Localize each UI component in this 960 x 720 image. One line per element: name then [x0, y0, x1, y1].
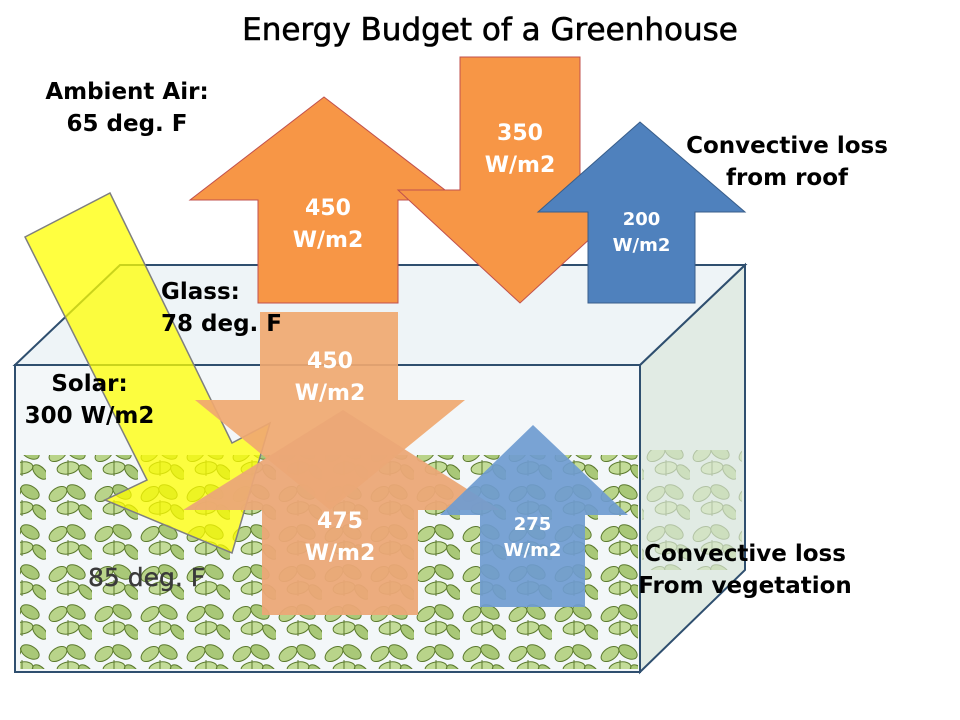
glass-line2: 78 deg. F — [161, 311, 282, 338]
solar-line1: Solar: — [51, 371, 128, 397]
vegetation-loss-label: Convective loss From vegetation — [630, 538, 860, 602]
roof-loss-line2: from roof — [725, 165, 849, 192]
solar-line2: 300 W/m2 — [24, 403, 155, 430]
up-arrow-200-roof-label: 200 W/m2 — [612, 209, 671, 257]
interior-temperature: 85 deg. F — [88, 563, 206, 592]
vegetation-loss-line1: Convective loss — [644, 541, 846, 567]
solar-label: Solar: 300 W/m2 — [12, 368, 167, 432]
vegetation-side — [642, 450, 742, 570]
up-arrow-475-plants-label: 475 W/m2 — [304, 509, 376, 566]
up-arrow-450-top-label: 450 W/m2 — [292, 196, 364, 253]
page-title: Energy Budget of a Greenhouse — [242, 12, 738, 49]
down-arrow-450-glass — [195, 312, 465, 510]
up-arrow-475-plants — [183, 410, 500, 615]
roof-loss-label: Convective loss from roof — [682, 130, 892, 194]
down-arrow-450-glass-label: 450 W/m2 — [294, 349, 366, 406]
ambient-air-label: Ambient Air: 65 deg. F — [22, 76, 232, 140]
glass-label: Glass: 78 deg. F — [161, 276, 282, 340]
vegetation-loss-line2: From vegetation — [638, 573, 852, 600]
up-arrow-450-top — [188, 96, 460, 304]
up-arrow-275-vegetation-label: 275 W/m2 — [503, 514, 562, 562]
down-arrow-350-label: 350 W/m2 — [484, 121, 556, 178]
roof-loss-line1: Convective loss — [686, 133, 888, 159]
ambient-air-line1: Ambient Air: — [45, 79, 209, 105]
glass-line1: Glass: — [161, 279, 240, 305]
down-arrow-350 — [396, 56, 645, 304]
up-arrow-275-vegetation — [440, 425, 628, 607]
up-arrow-200-roof — [536, 121, 747, 304]
ambient-air-line2: 65 deg. F — [66, 111, 188, 138]
